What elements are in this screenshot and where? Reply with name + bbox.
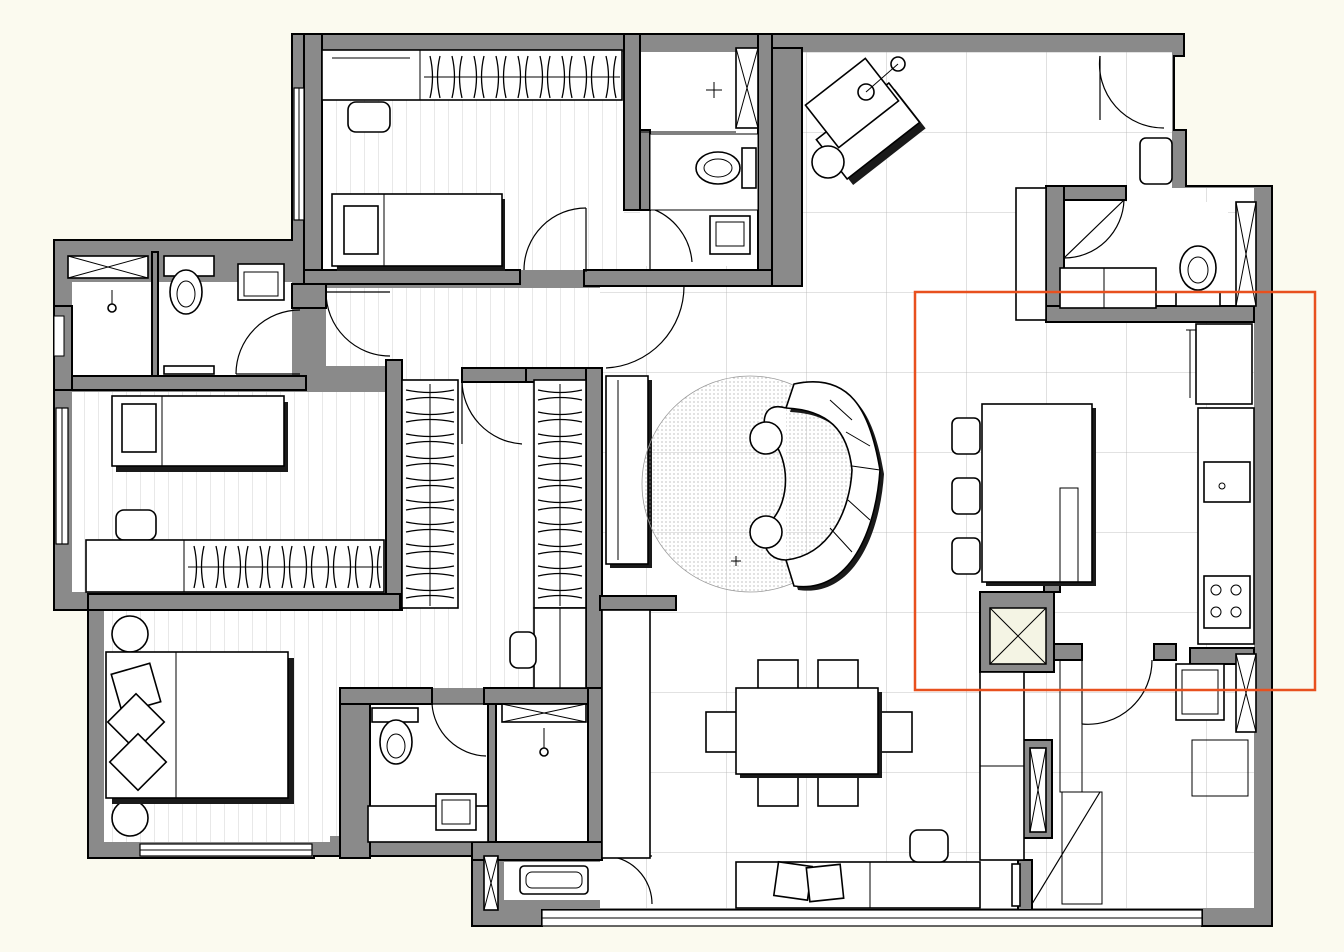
bathroom-right	[1059, 245, 1221, 309]
windows	[53, 87, 1203, 927]
fridge	[1195, 323, 1253, 405]
living-area	[601, 56, 1173, 859]
hanger	[405, 565, 455, 577]
hanger	[237, 545, 249, 589]
hanger	[369, 545, 381, 589]
bathroom-top	[640, 82, 759, 255]
master-bedroom	[105, 615, 294, 837]
dining-area	[705, 659, 981, 909]
chair	[115, 509, 157, 541]
sink-icon	[237, 263, 285, 301]
hanger	[537, 521, 583, 533]
hanger	[451, 55, 463, 99]
bathroom-left	[107, 255, 285, 375]
hanger	[405, 477, 455, 489]
tv-console	[605, 375, 649, 565]
kitchen-island	[981, 403, 1093, 583]
sink-icon	[1203, 461, 1251, 503]
hanger	[405, 389, 455, 401]
hanger	[215, 545, 227, 589]
toilet-icon	[695, 151, 741, 185]
top-bedroom	[321, 49, 623, 271]
hanger	[259, 545, 271, 589]
hanger	[405, 433, 455, 445]
hanger	[347, 545, 359, 589]
hanger	[537, 587, 583, 599]
hanger	[537, 477, 583, 489]
hanger	[537, 389, 583, 401]
toilet-icon	[169, 269, 203, 315]
hanger	[405, 587, 455, 599]
bench	[735, 861, 981, 909]
kitchen	[951, 187, 1255, 861]
hanger	[405, 543, 455, 555]
hanger	[405, 499, 455, 511]
hanger	[303, 545, 315, 589]
hanger	[405, 411, 455, 423]
bathroom-bottom	[367, 707, 589, 895]
hanger	[495, 55, 507, 99]
dining-table	[735, 687, 879, 775]
hanger	[281, 545, 293, 589]
hanger	[583, 55, 595, 99]
shafts	[67, 47, 1257, 911]
left-bedroom	[85, 395, 385, 593]
chair	[347, 101, 391, 133]
hanger	[473, 55, 485, 99]
toilet-icon	[1179, 245, 1217, 291]
hanger	[537, 565, 583, 577]
sofa	[784, 381, 881, 588]
wardrobe-hangers-top	[424, 55, 620, 99]
hanger	[193, 545, 205, 589]
stove-icon	[1203, 575, 1251, 629]
hall-wardrobes	[401, 379, 587, 689]
hanger	[405, 455, 455, 467]
hanger	[517, 55, 529, 99]
wardrobe-hangers-left	[188, 545, 382, 589]
hanger	[561, 55, 573, 99]
hanger	[405, 521, 455, 533]
hanger	[325, 545, 337, 589]
hanger	[539, 55, 551, 99]
kitchen-highlight-box	[913, 290, 1317, 692]
hanger	[605, 55, 617, 99]
hanger	[537, 433, 583, 445]
hanger	[537, 411, 583, 423]
hanger	[537, 543, 583, 555]
hanger	[537, 455, 583, 467]
hanger	[429, 55, 441, 99]
bathtub	[519, 865, 589, 895]
toilet-icon	[379, 719, 413, 765]
hanger	[537, 499, 583, 511]
